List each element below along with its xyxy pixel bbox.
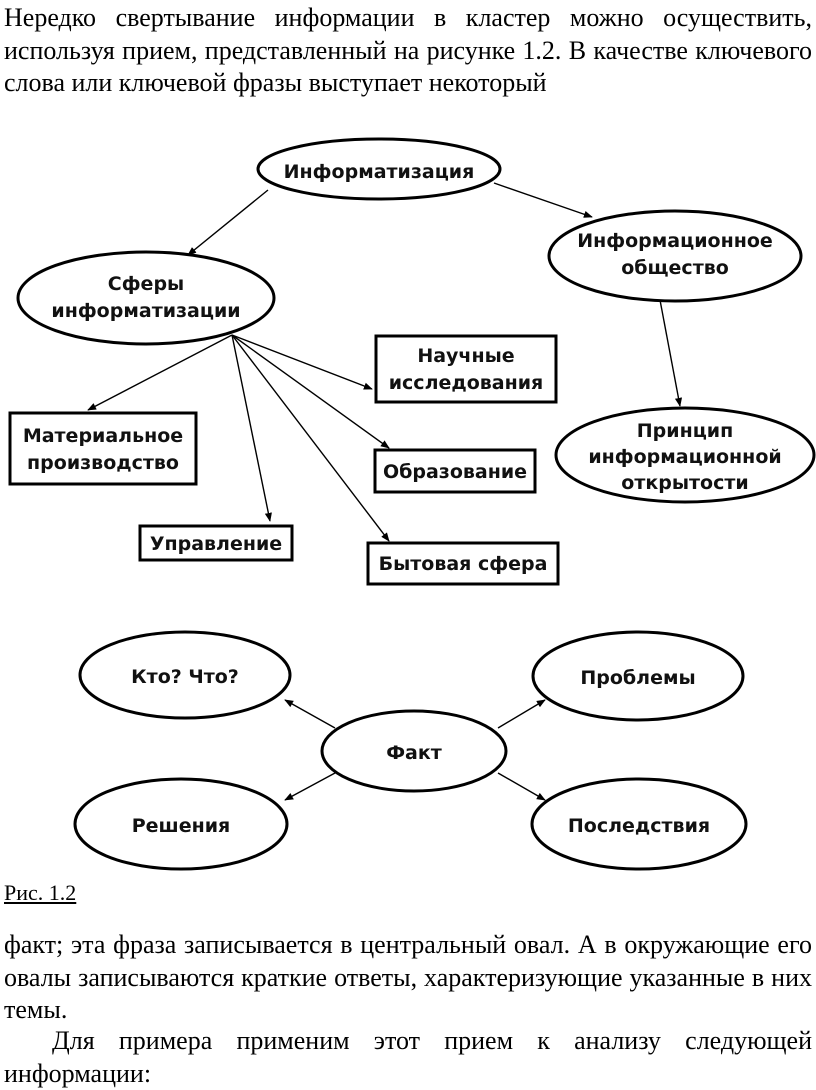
edge-fact-solutions xyxy=(284,772,336,801)
node-fact-label: Факт xyxy=(386,742,442,764)
paragraph-fact: факт; эта фраза записывается в центральн… xyxy=(4,930,812,1024)
node-household: Бытовая сфера xyxy=(366,541,560,586)
node-who-what-label: Кто? Что? xyxy=(131,666,239,688)
diagram1-edges xyxy=(87,182,683,542)
node-consequences-label: Последствия xyxy=(568,815,710,837)
node-informatization: Информатизация xyxy=(256,137,502,201)
node-problems: Проблемы xyxy=(531,630,745,722)
edge-informatization-society xyxy=(493,182,593,218)
node-material-label-1: Материальное xyxy=(23,425,183,447)
edge-fact-consequences xyxy=(497,772,546,801)
paragraph-intro: Нередко свертывание информации в кластер… xyxy=(4,3,812,97)
node-material: Материальное производство xyxy=(8,411,198,486)
node-info-society-label-1: Информационное xyxy=(577,230,773,252)
node-material-label-2: производство xyxy=(27,452,179,474)
node-spheres-label-2: информатизации xyxy=(51,300,240,322)
node-informatization-label: Информатизация xyxy=(284,161,475,183)
edge-informatization-spheres xyxy=(187,189,269,256)
node-info-society: Информационное общество xyxy=(547,209,803,303)
node-education: Образование xyxy=(373,448,537,494)
node-spheres-label-1: Сферы xyxy=(108,273,184,295)
edge-society-principle xyxy=(659,299,683,407)
edge-fact-problems xyxy=(497,699,546,729)
paragraph-example-text: Для примера применим этот прием к анализ… xyxy=(4,1026,812,1088)
node-science: Научные исследования xyxy=(374,334,558,404)
node-problems-label: Проблемы xyxy=(580,667,695,689)
node-principle-label-1: Принцип xyxy=(637,420,733,442)
node-info-society-label-2: общество xyxy=(621,257,729,279)
node-principle-label-3: открытости xyxy=(621,472,748,494)
node-household-label: Бытовая сфера xyxy=(379,553,548,575)
node-management-label: Управление xyxy=(150,533,282,555)
node-spheres: Сферы информатизации xyxy=(16,250,276,346)
node-management: Управление xyxy=(138,524,294,562)
node-principle: Принцип информационной открытости xyxy=(554,406,816,504)
diagram2-edges xyxy=(284,699,546,801)
node-science-label-2: исследования xyxy=(389,372,544,394)
paragraph-example: Для примера применим этот прием к анализ… xyxy=(4,1025,812,1090)
node-solutions-label: Решения xyxy=(132,815,231,837)
edge-spheres-science xyxy=(231,334,373,390)
node-consequences: Последствия xyxy=(530,777,748,871)
edge-spheres-material xyxy=(87,334,233,411)
node-who-what: Кто? Что? xyxy=(78,630,292,720)
node-solutions: Решения xyxy=(73,777,289,871)
node-fact: Факт xyxy=(320,709,508,793)
figure-caption: Рис. 1.2 xyxy=(4,880,77,905)
node-science-label-1: Научные xyxy=(417,345,514,367)
edge-fact-who-what xyxy=(284,699,336,729)
node-principle-label-2: информационной xyxy=(588,446,781,468)
edge-spheres-management xyxy=(231,334,272,522)
edge-spheres-education xyxy=(231,334,390,449)
node-education-label: Образование xyxy=(383,461,527,483)
edge-spheres-household xyxy=(231,334,390,542)
